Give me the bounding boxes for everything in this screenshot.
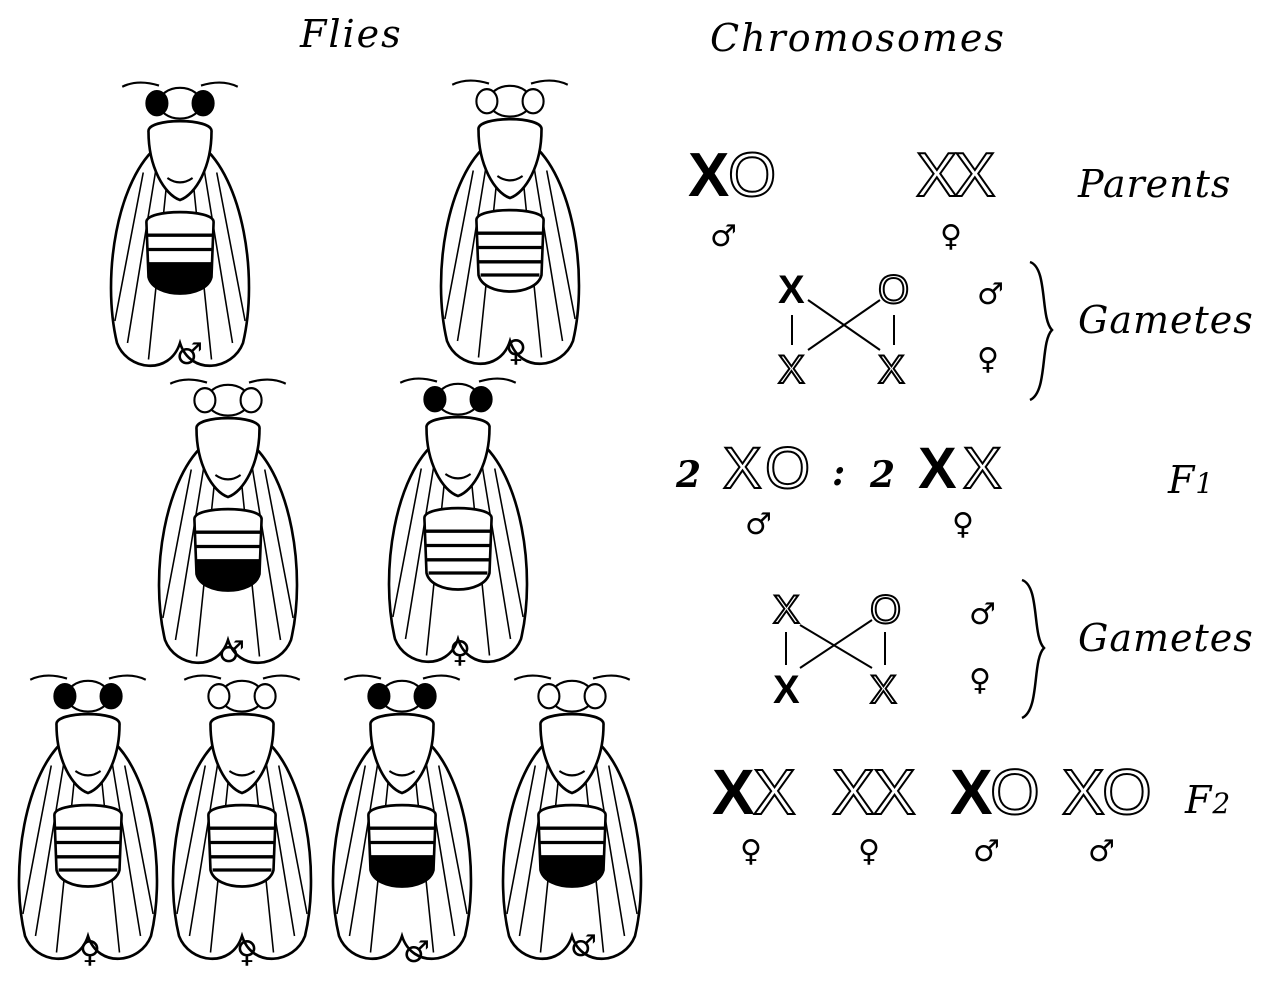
fly-2 bbox=[439, 78, 581, 366]
f2-1-b: X bbox=[752, 756, 797, 828]
f1-label: F1 bbox=[1168, 458, 1215, 502]
fly-eye bbox=[191, 90, 215, 117]
fly-8 bbox=[501, 673, 643, 961]
f2-4-b: O bbox=[1101, 756, 1153, 828]
fly-eye bbox=[99, 683, 123, 710]
fly-eye bbox=[253, 683, 277, 710]
fly-3 bbox=[157, 377, 299, 665]
fly-eye bbox=[423, 386, 447, 413]
f1-left-count: 2 bbox=[676, 454, 702, 496]
fly-2-sex: ♀ bbox=[505, 334, 527, 369]
f1-right-sex: ♀ bbox=[952, 507, 974, 542]
fly-6 bbox=[171, 673, 313, 961]
fly-eye bbox=[207, 683, 231, 710]
f2-2-a: X bbox=[831, 756, 876, 828]
f1-left-o: O bbox=[764, 436, 811, 501]
f1-right-x1: X bbox=[918, 436, 957, 501]
gametes1-bottom-left: X bbox=[777, 348, 806, 392]
f1-left-x: X bbox=[722, 436, 763, 501]
f2-3-a: X bbox=[950, 756, 993, 828]
fly-eye bbox=[367, 683, 391, 710]
f2-1-sex: ♀ bbox=[740, 834, 762, 869]
f1-ratio-sep: : bbox=[832, 452, 846, 494]
gametes2-top-left: X bbox=[772, 588, 801, 632]
gametes2-bottom-left: X bbox=[773, 668, 800, 712]
fly-eye bbox=[145, 90, 169, 117]
f2-1-a: X bbox=[712, 756, 755, 828]
parent-female-x2: X bbox=[953, 141, 996, 210]
flies-header: Flies bbox=[300, 12, 403, 56]
gametes1-top-right: O bbox=[877, 268, 910, 312]
gametes2-top-right: O bbox=[869, 588, 902, 632]
fly-eye bbox=[53, 683, 77, 710]
parent-male-x: X bbox=[688, 141, 730, 210]
f2-3-sex: ♂ bbox=[973, 834, 1000, 869]
f1-left-sex: ♂ bbox=[745, 507, 772, 542]
f2-4-a: X bbox=[1061, 756, 1106, 828]
f2-2-b: X bbox=[872, 756, 917, 828]
fly-eye bbox=[193, 387, 217, 414]
f2-4-sex: ♂ bbox=[1088, 834, 1115, 869]
gametes1-male-sex: ♂ bbox=[977, 277, 1004, 312]
fly-eye bbox=[469, 386, 493, 413]
fly-5 bbox=[17, 673, 159, 961]
fly-dark-abdomen bbox=[195, 560, 261, 592]
gametes2-female-sex: ♀ bbox=[969, 663, 991, 698]
parent-female-x1: X bbox=[915, 141, 958, 210]
parent-female-sex: ♀ bbox=[940, 219, 962, 254]
fly-dark-abdomen bbox=[369, 856, 435, 888]
fly-6-sex: ♀ bbox=[236, 935, 258, 970]
f2-label: F2 bbox=[1185, 778, 1232, 822]
gametes1-label: Gametes bbox=[1078, 298, 1254, 342]
f2-2-sex: ♀ bbox=[858, 834, 880, 869]
f2-3-b: O bbox=[989, 756, 1041, 828]
fly-8-sex: ♂ bbox=[570, 929, 597, 964]
fly-dark-abdomen bbox=[539, 856, 605, 888]
parent-male-sex: ♂ bbox=[710, 219, 737, 254]
gametes1-bottom-right: X bbox=[877, 348, 906, 392]
parent-male-o: O bbox=[727, 141, 777, 210]
fly-4 bbox=[387, 376, 529, 664]
gametes2-bottom-right: X bbox=[869, 668, 898, 712]
fly-eye bbox=[239, 387, 263, 414]
gametes1-top-left: X bbox=[778, 268, 805, 312]
fly-4-sex: ♀ bbox=[449, 635, 471, 670]
fly-7-sex: ♂ bbox=[403, 935, 430, 970]
parents-label: Parents bbox=[1078, 162, 1232, 206]
gametes2-male-sex: ♂ bbox=[969, 597, 996, 632]
gametes1-female-sex: ♀ bbox=[977, 342, 999, 377]
fly-7 bbox=[331, 673, 473, 961]
chromosomes-header: Chromosomes bbox=[710, 16, 1006, 60]
fly-1-sex: ♂ bbox=[176, 337, 203, 372]
fly-eye bbox=[475, 88, 499, 115]
fly-3-sex: ♂ bbox=[218, 635, 245, 670]
f1-right-x2: X bbox=[962, 436, 1003, 501]
gametes2-label: Gametes bbox=[1078, 616, 1254, 660]
fly-1 bbox=[109, 80, 251, 368]
f1-right-count: 2 bbox=[870, 454, 896, 496]
fly-eye bbox=[521, 88, 545, 115]
fly-eye bbox=[413, 683, 437, 710]
fly-eye bbox=[583, 683, 607, 710]
fly-5-sex: ♀ bbox=[79, 935, 101, 970]
fly-dark-abdomen bbox=[147, 263, 213, 295]
fly-eye bbox=[537, 683, 561, 710]
